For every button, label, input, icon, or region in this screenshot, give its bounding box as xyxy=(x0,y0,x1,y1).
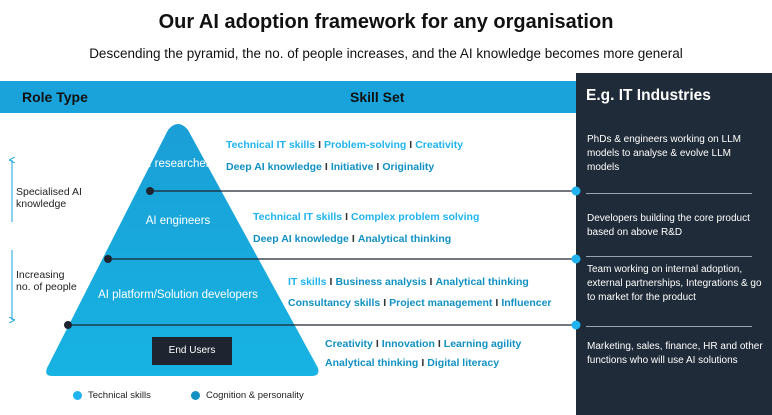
skill-item: Technical IT skills xyxy=(226,139,316,151)
pyramid-label-platform: AI platform/Solution developers xyxy=(98,289,258,301)
skill-item: Analytical thinking xyxy=(435,276,529,288)
end-users-box: End Users xyxy=(152,337,232,365)
skill-item: Analytical thinking xyxy=(325,357,419,369)
example-engineers: Developers building the core product bas… xyxy=(587,213,750,238)
example-divider-1 xyxy=(586,193,752,194)
skill-item: Business analysis xyxy=(335,276,427,288)
header-skill-set: Skill Set xyxy=(350,89,405,105)
skill-item: Originality xyxy=(382,161,435,173)
example-platform: Team working on internal adoption, exter… xyxy=(587,264,762,303)
example-researchers: PhDs & engineers working on LLM models t… xyxy=(587,134,741,173)
legend-technical-dot xyxy=(73,391,82,400)
page-title: Our AI adoption framework for any organi… xyxy=(158,11,614,33)
example-end-users: Marketing, sales, finance, HR and other … xyxy=(587,341,763,366)
skill-item: Creativity xyxy=(325,338,373,350)
example-divider-2 xyxy=(586,256,752,257)
increasing-label: Increasing no. of people xyxy=(16,269,77,293)
skill-item: Complex problem solving xyxy=(351,211,480,223)
header-bar xyxy=(0,81,576,113)
skill-item: Influencer xyxy=(501,297,552,309)
legend-technical-label: Technical skills xyxy=(88,390,151,401)
skill-item: Technical IT skills xyxy=(253,211,343,223)
skill-separator: I xyxy=(345,211,349,223)
divider-dot-left-1 xyxy=(146,187,154,195)
header-examples: E.g. IT Industries xyxy=(586,87,711,104)
skill-item: Digital literacy xyxy=(427,357,500,369)
skill-separator: I xyxy=(351,233,355,245)
divider-dot-right-3 xyxy=(571,320,581,330)
skill-separator: I xyxy=(376,161,380,173)
divider-dot-right-1 xyxy=(571,186,581,196)
skill-item: Problem-solving xyxy=(324,139,407,151)
pyramid-label-engineers: AI engineers xyxy=(145,215,211,227)
skill-item: IT skills xyxy=(288,276,327,288)
skill-item: Learning agility xyxy=(443,338,522,350)
skill-item: Project management xyxy=(389,297,493,309)
skill-item: Consultancy skills xyxy=(288,297,381,309)
skill-separator: I xyxy=(409,139,413,151)
pyramid-shape xyxy=(46,124,319,376)
divider-dot-left-3 xyxy=(64,321,72,329)
skill-item: Analytical thinking xyxy=(357,233,452,245)
pyramid-label-researchers: AI researchers xyxy=(140,158,216,170)
example-divider-3 xyxy=(586,326,752,327)
skill-separator: I xyxy=(329,276,333,288)
skill-item: Deep AI knowledge xyxy=(253,233,349,245)
skill-separator: I xyxy=(421,357,425,369)
header-role-type: Role Type xyxy=(22,89,88,105)
skill-separator: I xyxy=(375,338,379,350)
specialised-label: Specialised AI knowledge xyxy=(16,186,82,210)
skill-separator: I xyxy=(437,338,441,350)
skill-separator: I xyxy=(383,297,387,309)
examples-panel xyxy=(576,73,772,415)
divider-dot-left-2 xyxy=(104,255,112,263)
skill-item: Creativity xyxy=(415,139,464,151)
page-subtitle: Descending the pyramid, the no. of peopl… xyxy=(89,46,683,61)
legend-cognition-dot xyxy=(191,391,200,400)
skill-separator: I xyxy=(318,139,322,151)
legend-cognition-label: Cognition & personality xyxy=(206,390,304,401)
skill-separator: I xyxy=(429,276,433,288)
skill-item: Innovation xyxy=(381,338,435,350)
skill-item: Deep AI knowledge xyxy=(226,161,322,173)
skill-separator: I xyxy=(324,161,328,173)
skill-separator: I xyxy=(495,297,499,309)
skill-item: Initiative xyxy=(330,161,374,173)
divider-dot-right-2 xyxy=(571,254,581,264)
